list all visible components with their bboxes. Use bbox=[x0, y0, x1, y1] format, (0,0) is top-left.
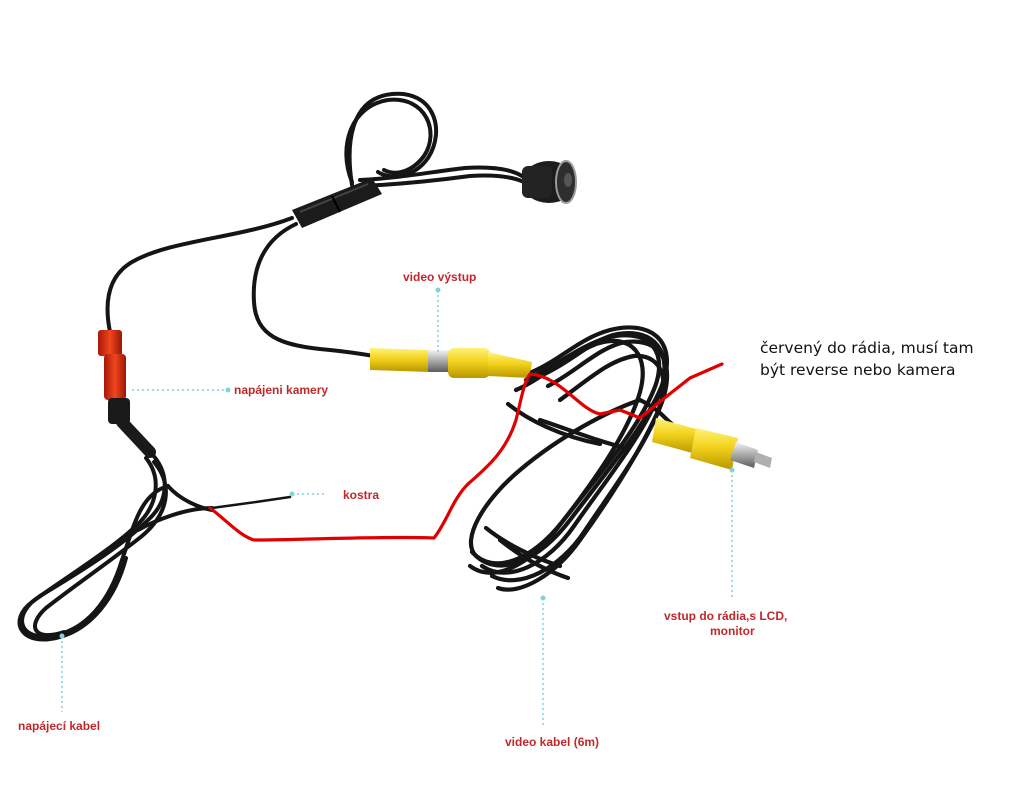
label-camera-power: napájeni kamery bbox=[234, 383, 329, 397]
camera-icon bbox=[522, 160, 577, 204]
label-video-output: video výstup bbox=[403, 270, 477, 284]
label-power-cable: napájecí kabel bbox=[18, 719, 101, 733]
label-ground: kostra bbox=[343, 488, 380, 502]
annotation-red-wire bbox=[208, 362, 724, 542]
camera-cable-loop bbox=[344, 91, 526, 188]
cable-junction bbox=[292, 178, 382, 228]
annotation-note-line2: být reverse nebo kamera bbox=[760, 361, 956, 379]
leader-lines bbox=[61, 290, 733, 726]
power-connector-icon bbox=[98, 330, 156, 458]
label-radio-input-line2: monitor bbox=[710, 624, 755, 638]
power-branch-cable bbox=[105, 216, 376, 358]
annotation-note-line1: červený do rádia, musí tam bbox=[760, 339, 974, 357]
leader-dots bbox=[59, 287, 735, 639]
rca-plug-icon bbox=[652, 418, 772, 470]
label-video-cable: video kabel (6m) bbox=[505, 735, 600, 749]
rca-coupling-icon bbox=[370, 348, 532, 378]
power-cable-coil bbox=[17, 450, 292, 642]
label-radio-input-line1: vstup do rádia,s LCD, bbox=[664, 609, 788, 623]
video-cable-coil bbox=[467, 325, 675, 592]
